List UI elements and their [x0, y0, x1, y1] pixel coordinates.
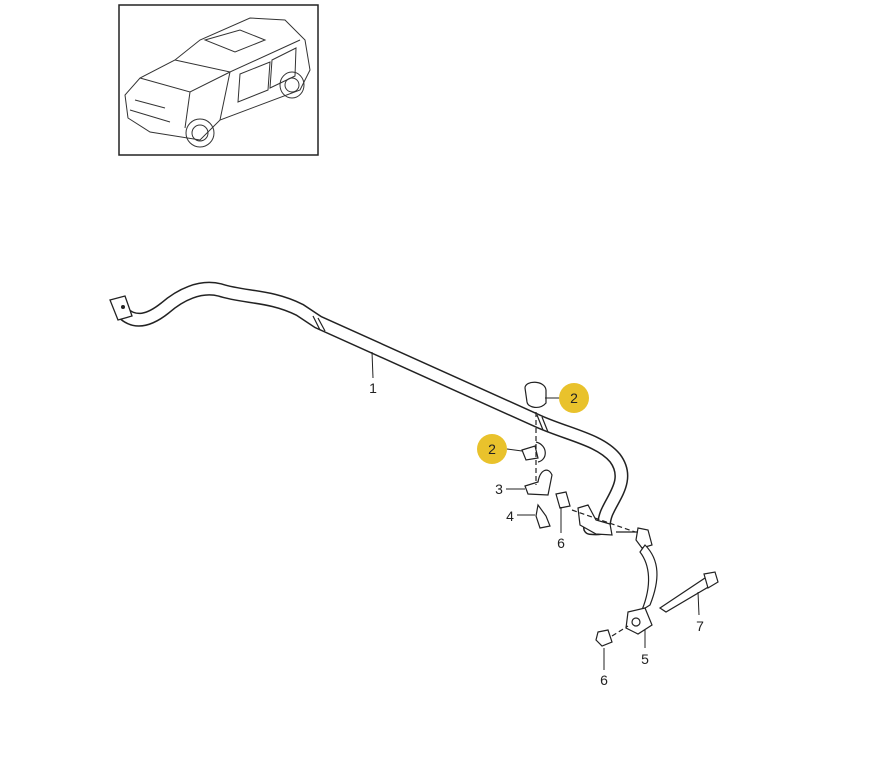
long-bolt-part[interactable]	[658, 577, 711, 613]
callout-6-lower[interactable]: 6	[600, 672, 608, 688]
callout-7[interactable]: 7	[696, 618, 704, 634]
highlight-circle-2a	[559, 383, 589, 413]
callout-2-bushing[interactable]: 2	[570, 390, 578, 406]
stabilizer-bar[interactable]	[109, 281, 629, 536]
bushing-part[interactable]	[524, 381, 547, 408]
small-parts	[521, 381, 719, 647]
callout-3[interactable]: 3	[495, 481, 503, 497]
link-top-joint[interactable]	[635, 527, 653, 549]
vehicle-thumbnail[interactable]	[118, 4, 319, 156]
nut-bottom-part[interactable]	[595, 629, 613, 647]
callout-1[interactable]: 1	[369, 380, 377, 396]
bar-bracket-part[interactable]	[577, 504, 613, 536]
highlight-circle-2b	[477, 434, 507, 464]
callouts	[371, 351, 700, 670]
callout-5[interactable]: 5	[641, 651, 649, 667]
clip-part[interactable]	[521, 445, 539, 461]
bracket-part[interactable]	[524, 469, 553, 496]
callout-6-upper[interactable]: 6	[557, 535, 565, 551]
coupling-rod-part[interactable]	[639, 544, 658, 612]
nut-part[interactable]	[555, 491, 571, 509]
bolt-part[interactable]	[535, 503, 551, 529]
callout-2-clip[interactable]: 2	[488, 441, 496, 457]
callout-4[interactable]: 4	[506, 508, 514, 524]
